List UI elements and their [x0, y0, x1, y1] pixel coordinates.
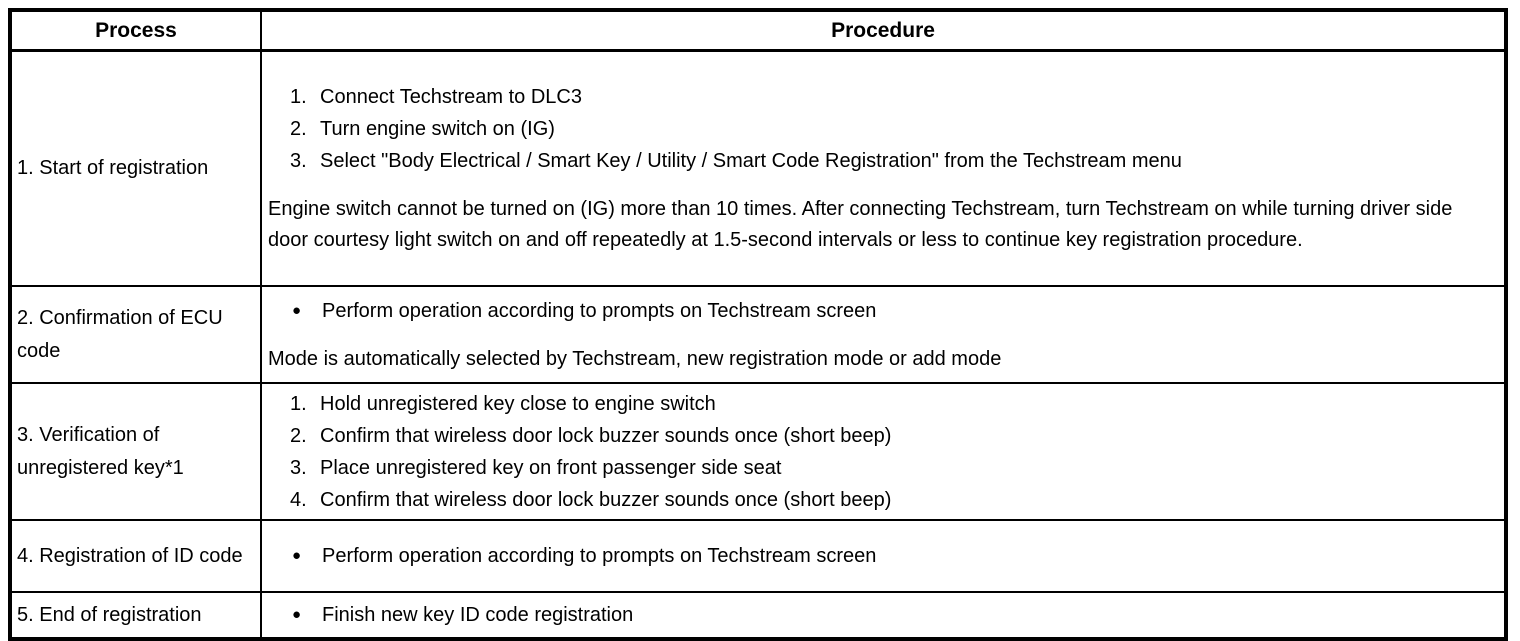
procedure-table: Process Procedure 1. Start of registrati…: [8, 8, 1508, 641]
column-header-process: Process: [12, 12, 262, 49]
step-item: ● Perform operation according to prompts…: [268, 295, 1494, 327]
step-list: 1. Hold unregistered key close to engine…: [268, 388, 1494, 516]
table-row: 2. Confirmation of ECU code ● Perform op…: [12, 287, 1504, 384]
column-header-procedure: Procedure: [831, 18, 935, 42]
step-text: Hold unregistered key close to engine sw…: [320, 392, 716, 415]
step-item: 3. Select "Body Electrical / Smart Key /…: [268, 145, 1494, 177]
step-item: 1. Hold unregistered key close to engine…: [268, 388, 1494, 420]
step-item: 1. Connect Techstream to DLC3: [268, 81, 1494, 113]
process-cell: 3. Verification of unregistered key*1: [12, 384, 262, 519]
step-list: ● Perform operation according to prompts…: [268, 540, 1494, 572]
procedure-cell: 1. Hold unregistered key close to engine…: [262, 384, 1504, 519]
note-text: Engine switch cannot be turned on (IG) m…: [268, 198, 1453, 251]
step-text: Select "Body Electrical / Smart Key / Ut…: [320, 150, 1182, 172]
bullet-icon: ●: [292, 606, 302, 623]
step-text: Confirm that wireless door lock buzzer s…: [320, 424, 892, 447]
procedure-cell: 1. Connect Techstream to DLC3 2. Turn en…: [262, 52, 1504, 285]
step-number: 1.: [290, 392, 307, 415]
table-row: 4. Registration of ID code ● Perform ope…: [12, 521, 1504, 593]
step-text: Confirm that wireless door lock buzzer s…: [320, 488, 892, 511]
table-row: 5. End of registration ● Finish new key …: [12, 593, 1504, 637]
step-item: 4. Confirm that wireless door lock buzze…: [268, 484, 1494, 516]
step-list: 1. Connect Techstream to DLC3 2. Turn en…: [268, 81, 1494, 177]
step-number: 2.: [290, 424, 307, 447]
table-row: 1. Start of registration 1. Connect Tech…: [12, 52, 1504, 287]
step-text: Finish new key ID code registration: [322, 604, 634, 626]
step-number: 3.: [290, 456, 307, 479]
procedure-cell: ● Perform operation according to prompts…: [262, 521, 1504, 591]
step-text: Place unregistered key on front passenge…: [320, 456, 782, 479]
table-row: 3. Verification of unregistered key*1 1.…: [12, 384, 1504, 521]
step-item: 3. Place unregistered key on front passe…: [268, 452, 1494, 484]
procedure-cell: ● Perform operation according to prompts…: [262, 287, 1504, 382]
step-number: 4.: [290, 488, 307, 511]
step-item: 2. Turn engine switch on (IG): [268, 113, 1494, 145]
step-list: ● Perform operation according to prompts…: [268, 295, 1494, 327]
step-number: 2.: [290, 118, 307, 140]
bullet-icon: ●: [292, 301, 302, 319]
process-cell: 1. Start of registration: [12, 52, 262, 285]
step-number: 1.: [290, 86, 307, 108]
process-cell: 4. Registration of ID code: [12, 521, 262, 591]
step-number: 3.: [290, 150, 307, 172]
note-text: Mode is automatically selected by Techst…: [268, 347, 1002, 370]
step-item: ● Perform operation according to prompts…: [268, 540, 1494, 572]
step-text: Perform operation according to prompts o…: [322, 545, 877, 567]
step-list: ● Finish new key ID code registration: [268, 599, 1494, 631]
step-item: ● Finish new key ID code registration: [268, 599, 1494, 631]
process-cell: 2. Confirmation of ECU code: [12, 287, 262, 382]
step-text: Connect Techstream to DLC3: [320, 86, 582, 108]
table-header-row: Process Procedure: [12, 12, 1504, 52]
bullet-icon: ●: [292, 547, 302, 564]
process-cell: 5. End of registration: [12, 593, 262, 637]
step-text: Turn engine switch on (IG): [320, 118, 555, 140]
procedure-cell: ● Finish new key ID code registration: [262, 593, 1504, 637]
step-item: 2. Confirm that wireless door lock buzze…: [268, 420, 1494, 452]
step-text: Perform operation according to prompts o…: [322, 299, 877, 322]
